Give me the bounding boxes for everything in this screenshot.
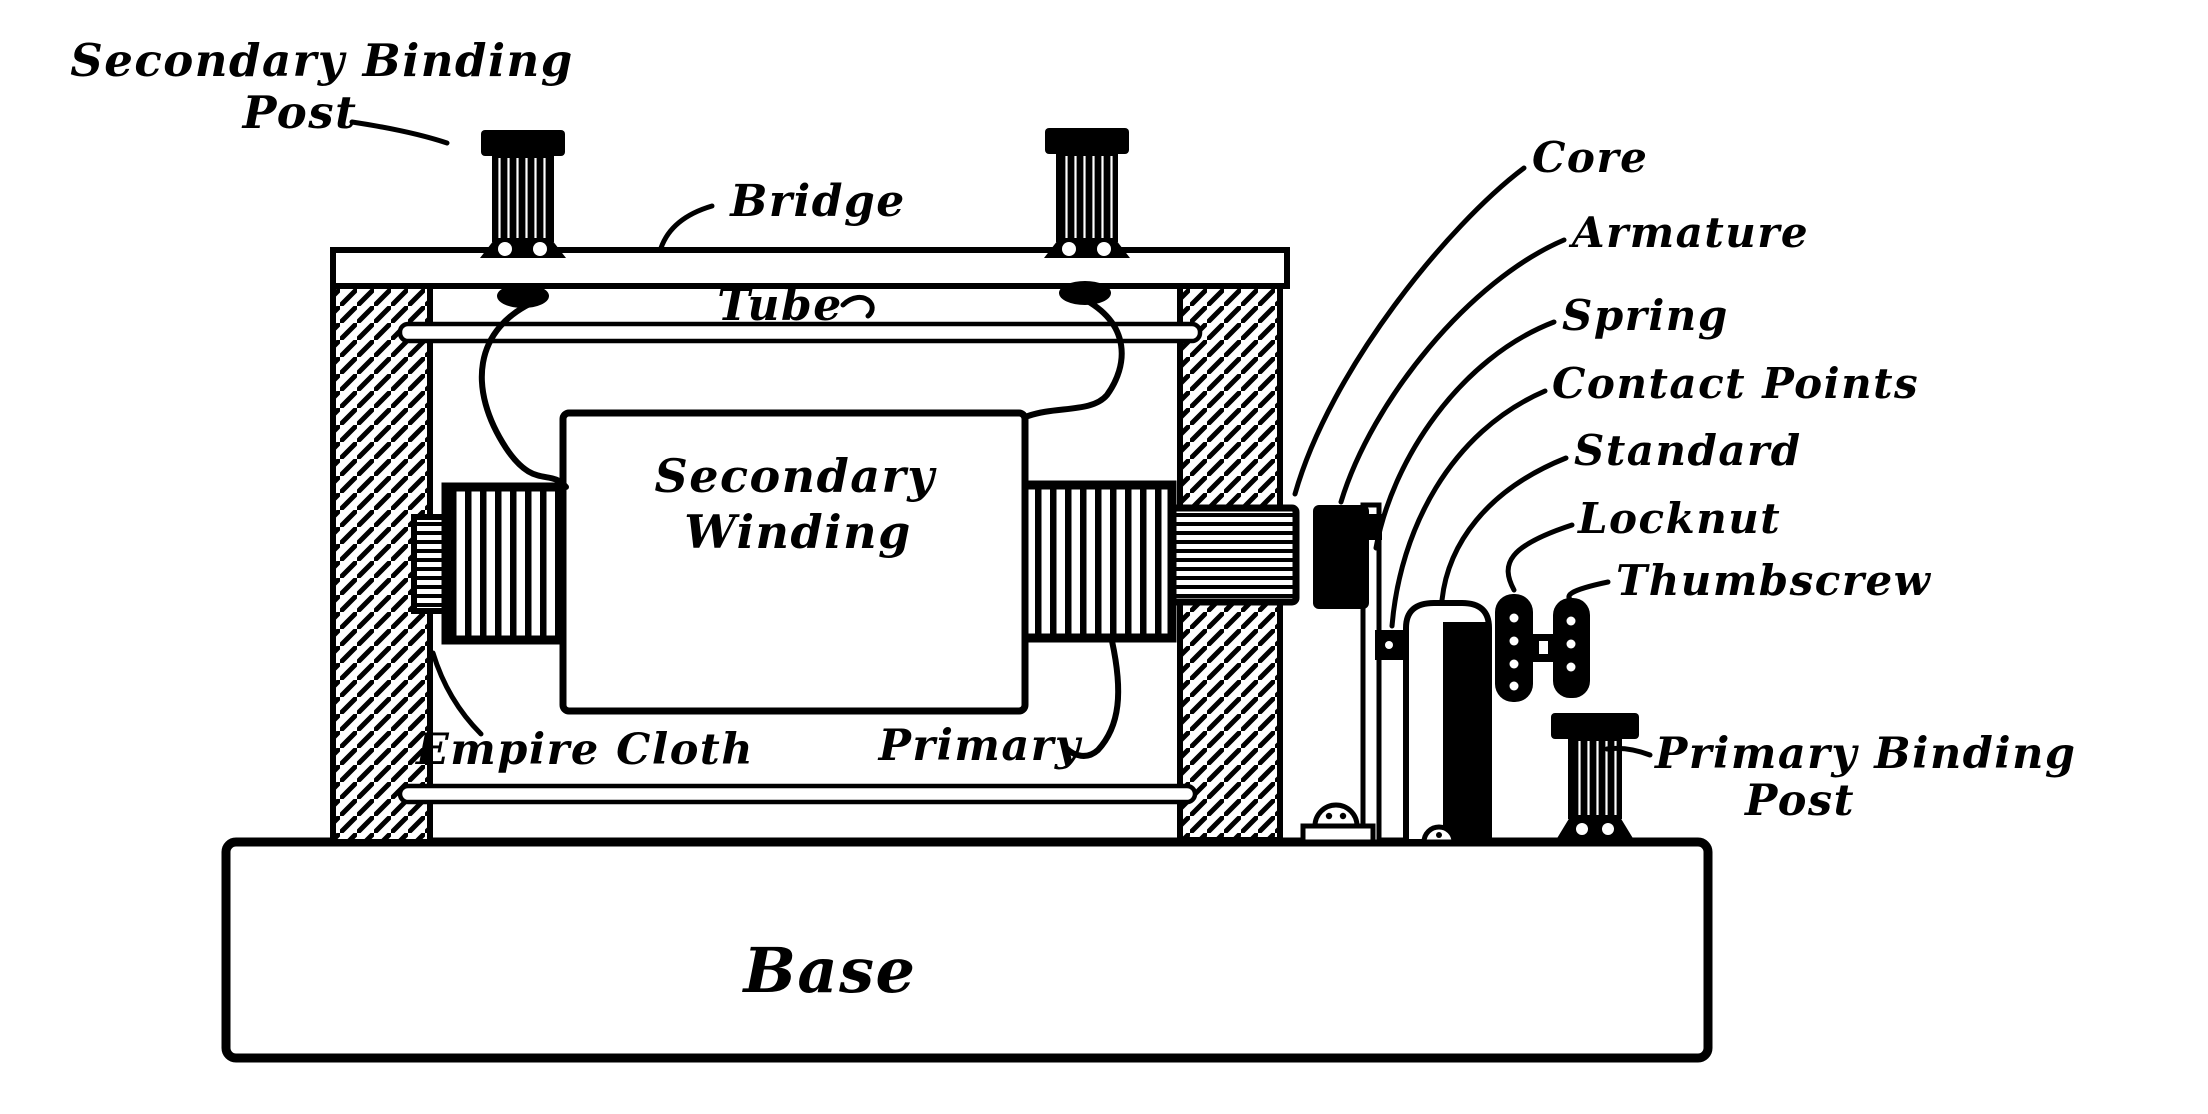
label-thumbscrew: Thumbscrew: [1616, 556, 1932, 605]
knurl-dot: [1509, 659, 1519, 669]
post-foot-ball: [1097, 242, 1111, 256]
label-core: Core: [1532, 133, 1648, 182]
label-primary-binding-post-line1: Primary Binding: [1653, 729, 2076, 779]
post-foot-ball: [1062, 242, 1076, 256]
base-slab: [221, 837, 1713, 1063]
standard-shading: [1443, 622, 1489, 842]
leader-secondary-binding-post: [349, 119, 450, 146]
label-bridge: Bridge: [728, 176, 906, 227]
label-secondary-winding-line2: Winding: [684, 505, 912, 559]
primary-winding-right: [1015, 480, 1177, 643]
knurl-dot: [1509, 681, 1519, 691]
lower-tube: [397, 783, 1198, 805]
leader-contact-points: [1389, 388, 1548, 629]
label-base: Base: [742, 934, 917, 1007]
contact-gap-highlight: [1385, 641, 1393, 649]
post-foot: [1556, 817, 1634, 840]
label-primary: Primary: [877, 721, 1083, 771]
label-contact-points: Contact Points: [1552, 359, 1919, 408]
post-stem: [492, 154, 554, 242]
secondary-lead-wire-left: [478, 297, 569, 490]
leader-bridge: [658, 203, 715, 251]
leader-primary-binding-post: [1604, 745, 1653, 758]
secondary-winding-box: [559, 409, 1029, 715]
label-locknut: Locknut: [1577, 494, 1781, 543]
label-secondary-winding-line1: Secondary: [654, 449, 937, 503]
primary-binding-post: [1551, 713, 1639, 840]
label-secondary-binding-post-line2: Post: [241, 86, 358, 139]
post-foot: [1044, 240, 1130, 258]
post-cap: [1045, 128, 1129, 154]
screw-slot-mark: [1339, 812, 1347, 820]
primary-lead-wire: [1063, 638, 1122, 759]
secondary-lead-wire-right: [1025, 295, 1125, 419]
label-empire-cloth: Empire Cloth: [414, 725, 754, 775]
leader-locknut: [1505, 522, 1575, 593]
post-foot-ball: [533, 242, 547, 256]
leader-empire-cloth: [430, 650, 484, 737]
secondary-binding-post-right: [1044, 128, 1130, 258]
secondary-binding-post-left: [480, 130, 566, 258]
leader-core: [1292, 165, 1527, 497]
locknut-wheel: [1495, 594, 1533, 702]
label-primary-binding-post-line2: Post: [1743, 776, 1855, 826]
label-standard: Standard: [1574, 426, 1802, 475]
interrupter-mechanism: [1300, 502, 1590, 845]
label-secondary-binding-post-line1: Secondary Binding: [70, 34, 574, 87]
armature-block: [1313, 505, 1369, 609]
screw-slot-mark: [1325, 812, 1333, 820]
upper-tube: [397, 321, 1203, 344]
post-foot-ball: [498, 242, 512, 256]
wire-terminal-blob: [1059, 281, 1111, 305]
primary-winding-left: [441, 482, 571, 645]
post-cap: [481, 130, 565, 156]
post-foot: [480, 240, 566, 258]
label-armature: Armature: [1568, 208, 1809, 257]
post-cap: [1551, 713, 1639, 739]
shaft-highlight: [1539, 641, 1548, 654]
core-right-end: [1164, 504, 1300, 606]
spring-foot-screw: [1312, 802, 1360, 829]
knurl-dot: [1509, 636, 1519, 646]
label-spring: Spring: [1562, 291, 1729, 340]
knurl-dot: [1566, 616, 1576, 626]
label-tube: Tube: [717, 280, 842, 331]
screw-slot-mark: [1436, 832, 1442, 838]
post-stem: [1056, 152, 1118, 242]
post-foot-ball: [1602, 823, 1614, 835]
leader-spring: [1373, 319, 1557, 551]
knurl-dot: [1509, 613, 1519, 623]
leader-thumbscrew: [1566, 579, 1611, 605]
leader-tube: [840, 295, 875, 319]
leader-armature: [1338, 237, 1567, 505]
knurl-dot: [1566, 662, 1576, 672]
leader-standard: [1439, 455, 1569, 603]
post-stem: [1568, 737, 1622, 819]
knurl-dot: [1566, 639, 1576, 649]
post-foot-ball: [1576, 823, 1588, 835]
